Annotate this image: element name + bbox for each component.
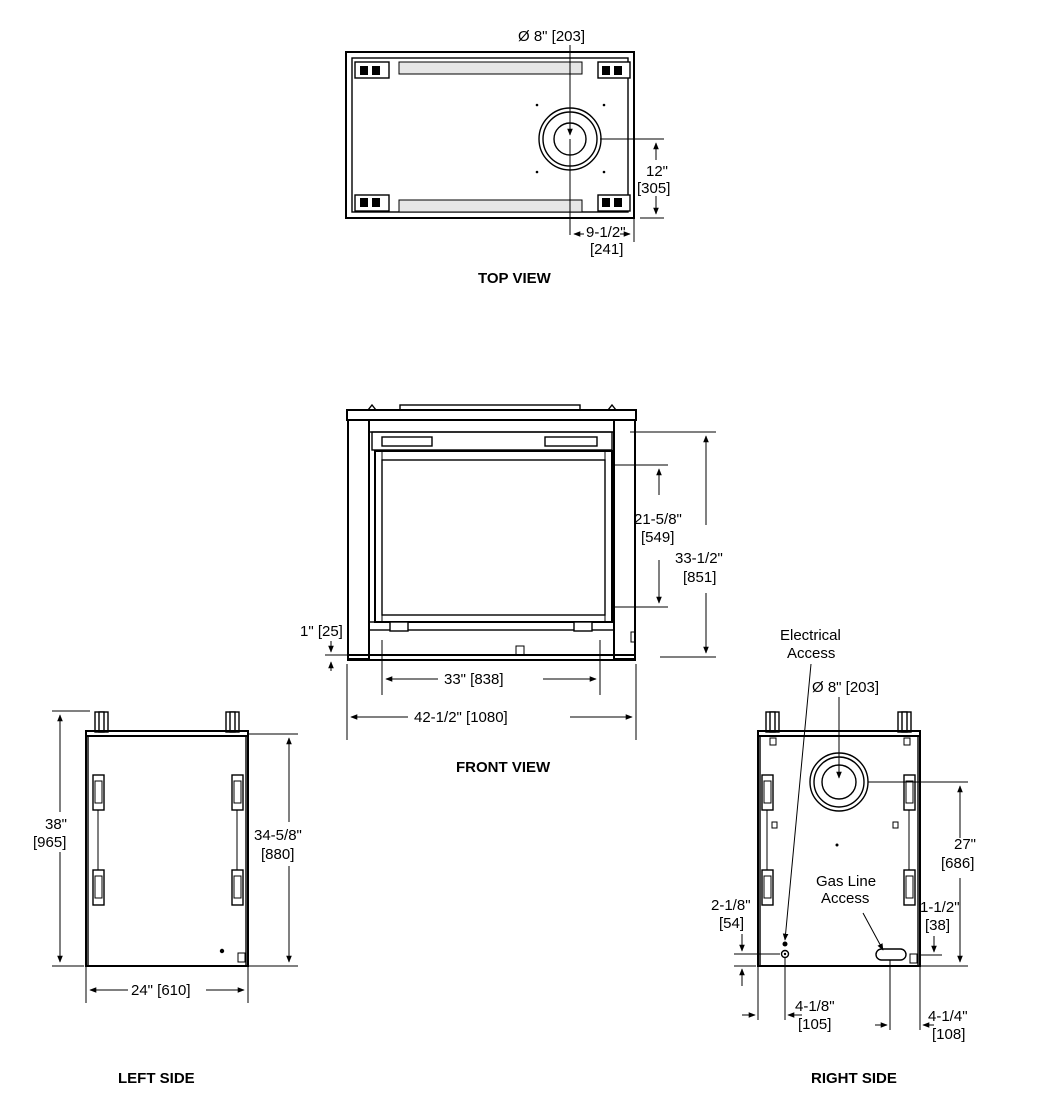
front-glass-width: 33" [838] bbox=[444, 671, 504, 688]
front-glass-height-in: 21-5/8" bbox=[634, 511, 682, 528]
base-clip-icon bbox=[389, 621, 593, 632]
left-overall-height-in: 38" bbox=[45, 816, 67, 833]
right-electrical-label-2: Access bbox=[787, 645, 835, 662]
nailing-flange-icon bbox=[92, 774, 244, 906]
right-gas-height-in: 1-1/2" bbox=[920, 899, 960, 916]
right-elec-height-in: 2-1/8" bbox=[711, 897, 751, 914]
top-offset-in: 9-1/2" bbox=[586, 224, 626, 241]
right-gas-offset-in: 4-1/4" bbox=[928, 1008, 968, 1025]
right-gas-label-1: Gas Line bbox=[816, 873, 876, 890]
right-side-view: Electrical Access Ø 8" [203] 27" [686] G… bbox=[711, 627, 976, 1087]
front-base-offset: 1" [25] bbox=[300, 623, 343, 640]
left-side-view: 38" [965] 34-5/8" [880] 24" [610] LEFT S… bbox=[33, 710, 302, 1087]
gas-line-access-icon bbox=[875, 948, 918, 964]
front-overall-height-in: 33-1/2" bbox=[675, 550, 723, 567]
front-view: 21-5/8" [549] 33-1/2" [851] 1" [25] 33" … bbox=[300, 403, 723, 776]
front-overall-height-mm: [851] bbox=[683, 569, 716, 586]
right-elec-offset-in: 4-1/8" bbox=[795, 998, 835, 1015]
right-elec-offset-mm: [105] bbox=[798, 1016, 831, 1033]
top-offset-mm: [241] bbox=[590, 241, 623, 258]
right-elec-height-mm: [54] bbox=[719, 915, 744, 932]
nailing-flange-icon bbox=[761, 774, 916, 906]
corner-bracket-icon bbox=[354, 61, 631, 212]
right-side-title: RIGHT SIDE bbox=[811, 1070, 897, 1087]
right-electrical-label-1: Electrical bbox=[780, 627, 841, 644]
left-depth: 24" [610] bbox=[131, 982, 191, 999]
right-flue-height-mm: [686] bbox=[941, 855, 974, 872]
top-view-body bbox=[345, 51, 635, 219]
front-view-title: FRONT VIEW bbox=[456, 759, 551, 776]
right-flue-diameter: Ø 8" [203] bbox=[812, 679, 879, 696]
front-glass-height-mm: [549] bbox=[641, 529, 674, 546]
front-overall-width: 42-1/2" [1080] bbox=[414, 709, 508, 726]
right-gas-height-mm: [38] bbox=[925, 917, 950, 934]
left-body-height-in: 34-5/8" bbox=[254, 827, 302, 844]
electrical-access-icon bbox=[780, 941, 790, 959]
top-flue-diameter: Ø 8" [203] bbox=[518, 28, 585, 45]
top-depth-in: 12" bbox=[646, 163, 668, 180]
standoff-icon bbox=[94, 711, 240, 733]
top-view: Ø 8" [203] 12" [305] 9-1/2" [241] TOP VI… bbox=[345, 28, 670, 287]
right-gas-offset-mm: [108] bbox=[932, 1026, 965, 1043]
top-depth-mm: [305] bbox=[637, 180, 670, 197]
top-view-title: TOP VIEW bbox=[478, 270, 552, 287]
right-flue-height-in: 27" bbox=[954, 836, 976, 853]
left-body-height-mm: [880] bbox=[261, 846, 294, 863]
left-side-title: LEFT SIDE bbox=[118, 1070, 195, 1087]
left-overall-height-mm: [965] bbox=[33, 834, 66, 851]
right-gas-label-2: Access bbox=[821, 890, 869, 907]
